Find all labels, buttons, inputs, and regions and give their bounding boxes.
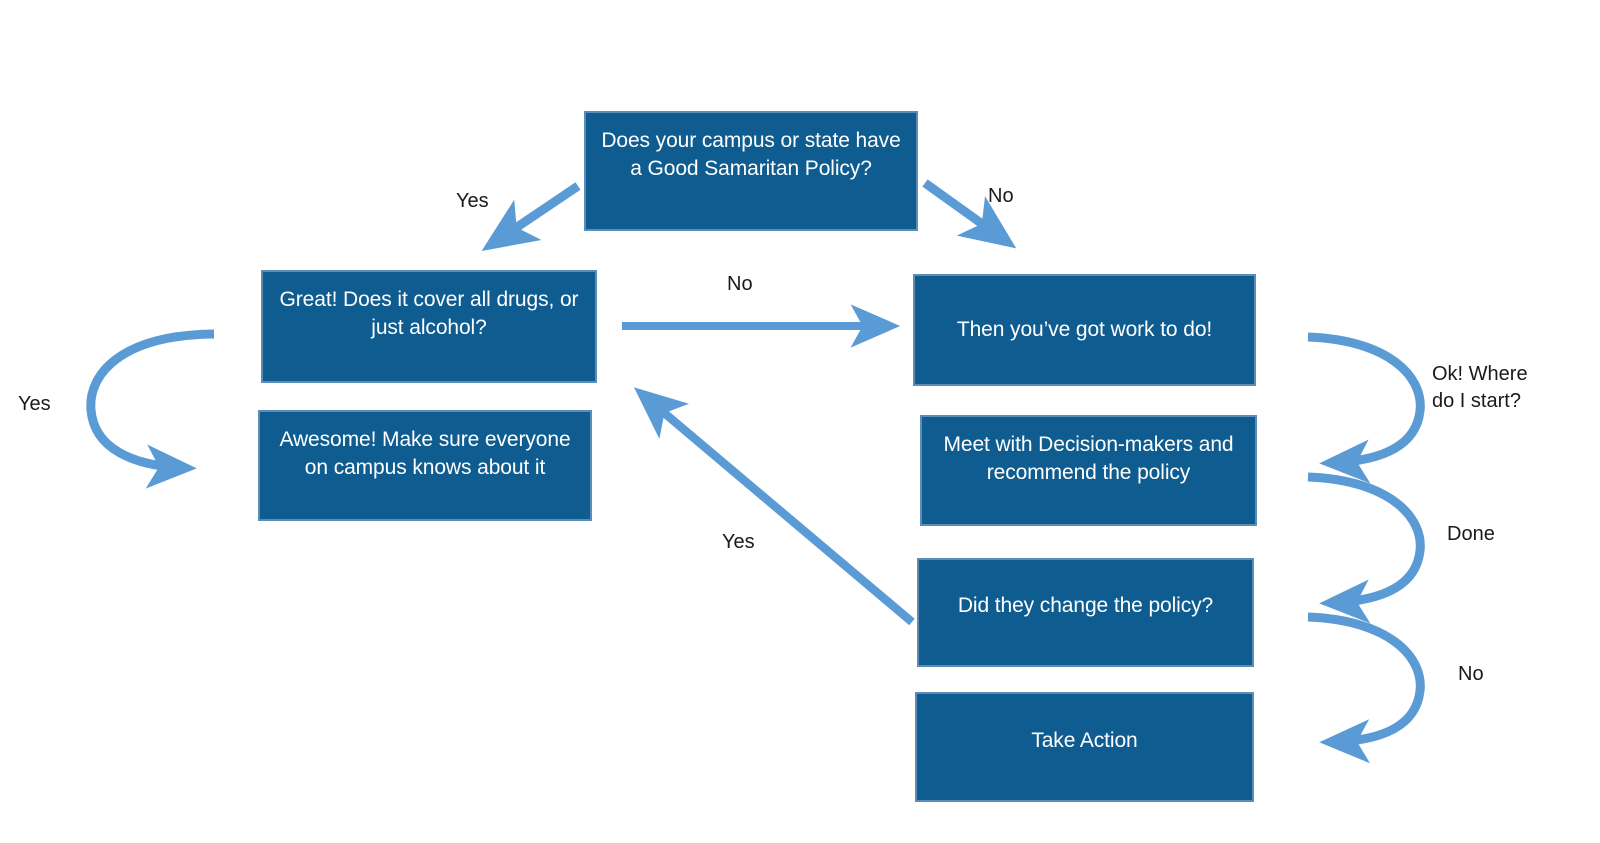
node-did-they-change-policy[interactable]: Did they change the policy? xyxy=(917,558,1254,667)
node-start[interactable]: Does your campus or state have a Good Sa… xyxy=(584,111,918,231)
edge-label-no-top: No xyxy=(988,185,1014,207)
node-work-to-do-label: Then you’ve got work to do! xyxy=(956,318,1213,341)
node-awesome-spread-word[interactable]: Awesome! Make sure everyone on campus kn… xyxy=(258,410,592,521)
node-covers-all-drugs[interactable]: Great! Does it cover all drugs, or just … xyxy=(261,270,597,383)
edge-meet-to-change-loop xyxy=(1307,472,1425,624)
edge-change-to-covers-arrow xyxy=(633,387,915,626)
edge-label-no-middle: No xyxy=(727,273,753,295)
edge-label-ok-where-do-i-start: Ok! Where do I start? xyxy=(1432,363,1528,412)
node-work-to-do[interactable]: Then you’ve got work to do! xyxy=(913,274,1256,386)
node-meet-decision-makers-label: Meet with Decision-makers and recommend … xyxy=(943,433,1234,484)
node-start-label: Does your campus or state have a Good Sa… xyxy=(601,129,901,180)
edge-label-yes-left: Yes xyxy=(18,393,51,415)
edge-covers-to-awesome-loop xyxy=(86,329,215,489)
node-covers-all-drugs-label: Great! Does it cover all drugs, or just … xyxy=(279,288,579,339)
node-take-action-label: Take Action xyxy=(1031,729,1138,752)
edge-label-no-bottom: No xyxy=(1458,663,1484,685)
edge-change-to-action-loop xyxy=(1307,612,1425,764)
edge-work-to-meet-loop xyxy=(1307,332,1425,484)
edge-label-yes-diagonal: Yes xyxy=(722,531,755,553)
node-take-action[interactable]: Take Action xyxy=(915,692,1254,802)
node-awesome-spread-word-label: Awesome! Make sure everyone on campus kn… xyxy=(279,428,571,479)
node-did-they-change-policy-label: Did they change the policy? xyxy=(957,594,1214,617)
edge-label-done: Done xyxy=(1447,523,1495,545)
node-meet-decision-makers[interactable]: Meet with Decision-makers and recommend … xyxy=(920,415,1257,526)
edge-start-to-covers-arrow xyxy=(481,182,581,252)
edge-label-yes-top: Yes xyxy=(456,190,489,212)
